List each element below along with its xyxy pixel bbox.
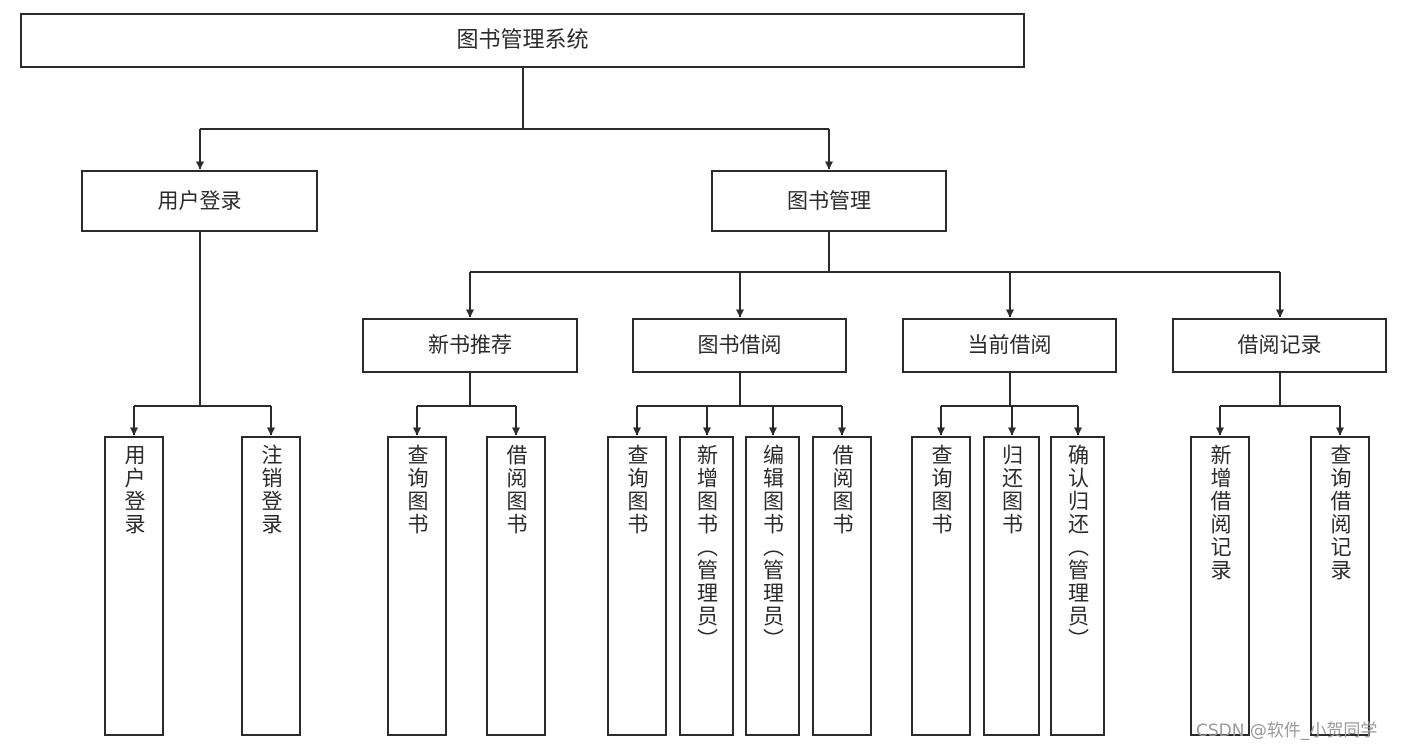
node-l3_1[interactable]: 图书借阅 — [632, 318, 847, 373]
node-label-l2_1: 图书管理 — [787, 188, 871, 213]
node-leaf_3[interactable]: 借阅图书 — [486, 436, 546, 736]
node-label-leaf_2: 查询图书 — [405, 444, 430, 536]
node-leaf_10[interactable]: 确认归还（管理员） — [1050, 436, 1105, 736]
node-leaf_7[interactable]: 借阅图书 — [812, 436, 872, 736]
node-label-leaf_3: 借阅图书 — [504, 444, 529, 536]
node-label-leaf_6: 编辑图书（管理员） — [760, 444, 785, 651]
node-label-leaf_12: 查询借阅记录 — [1328, 444, 1353, 582]
node-leaf_12[interactable]: 查询借阅记录 — [1310, 436, 1370, 736]
node-leaf_1[interactable]: 注销登录 — [241, 436, 301, 736]
node-leaf_8[interactable]: 查询图书 — [911, 436, 971, 736]
node-label-l3_3: 借阅记录 — [1237, 333, 1322, 358]
node-l2_1[interactable]: 图书管理 — [711, 170, 947, 232]
node-l3_0[interactable]: 新书推荐 — [362, 318, 578, 373]
node-label-leaf_5: 新增图书（管理员） — [694, 444, 719, 651]
node-leaf_2[interactable]: 查询图书 — [387, 436, 447, 736]
node-label-leaf_11: 新增借阅记录 — [1208, 444, 1233, 582]
edge-group — [130, 68, 1344, 436]
node-label-leaf_7: 借阅图书 — [830, 444, 855, 536]
node-leaf_11[interactable]: 新增借阅记录 — [1190, 436, 1250, 736]
node-l2_0[interactable]: 用户登录 — [81, 170, 318, 232]
node-label-l3_1: 图书借阅 — [697, 333, 782, 358]
node-label-leaf_1: 注销登录 — [259, 444, 284, 536]
node-leaf_6[interactable]: 编辑图书（管理员） — [745, 436, 800, 736]
node-label-leaf_8: 查询图书 — [929, 444, 954, 536]
node-l3_3[interactable]: 借阅记录 — [1172, 318, 1387, 373]
node-label-leaf_9: 归还图书 — [999, 444, 1024, 536]
node-label-leaf_4: 查询图书 — [625, 444, 650, 536]
node-label-l3_0: 新书推荐 — [428, 333, 512, 358]
node-leaf_4[interactable]: 查询图书 — [607, 436, 667, 736]
node-label-leaf_10: 确认归还（管理员） — [1065, 444, 1090, 651]
node-label-root: 图书管理系统 — [456, 27, 589, 53]
node-root[interactable]: 图书管理系统 — [20, 13, 1025, 68]
watermark-text: CSDN @软件_小贺同学 — [1196, 721, 1378, 741]
node-leaf_5[interactable]: 新增图书（管理员） — [679, 436, 734, 736]
node-leaf_9[interactable]: 归还图书 — [983, 436, 1040, 736]
node-label-leaf_0: 用户登录 — [122, 444, 147, 536]
node-label-l2_0: 用户登录 — [157, 188, 242, 213]
node-l3_2[interactable]: 当前借阅 — [902, 318, 1117, 373]
node-leaf_0[interactable]: 用户登录 — [104, 436, 164, 736]
node-label-l3_2: 当前借阅 — [967, 333, 1052, 358]
